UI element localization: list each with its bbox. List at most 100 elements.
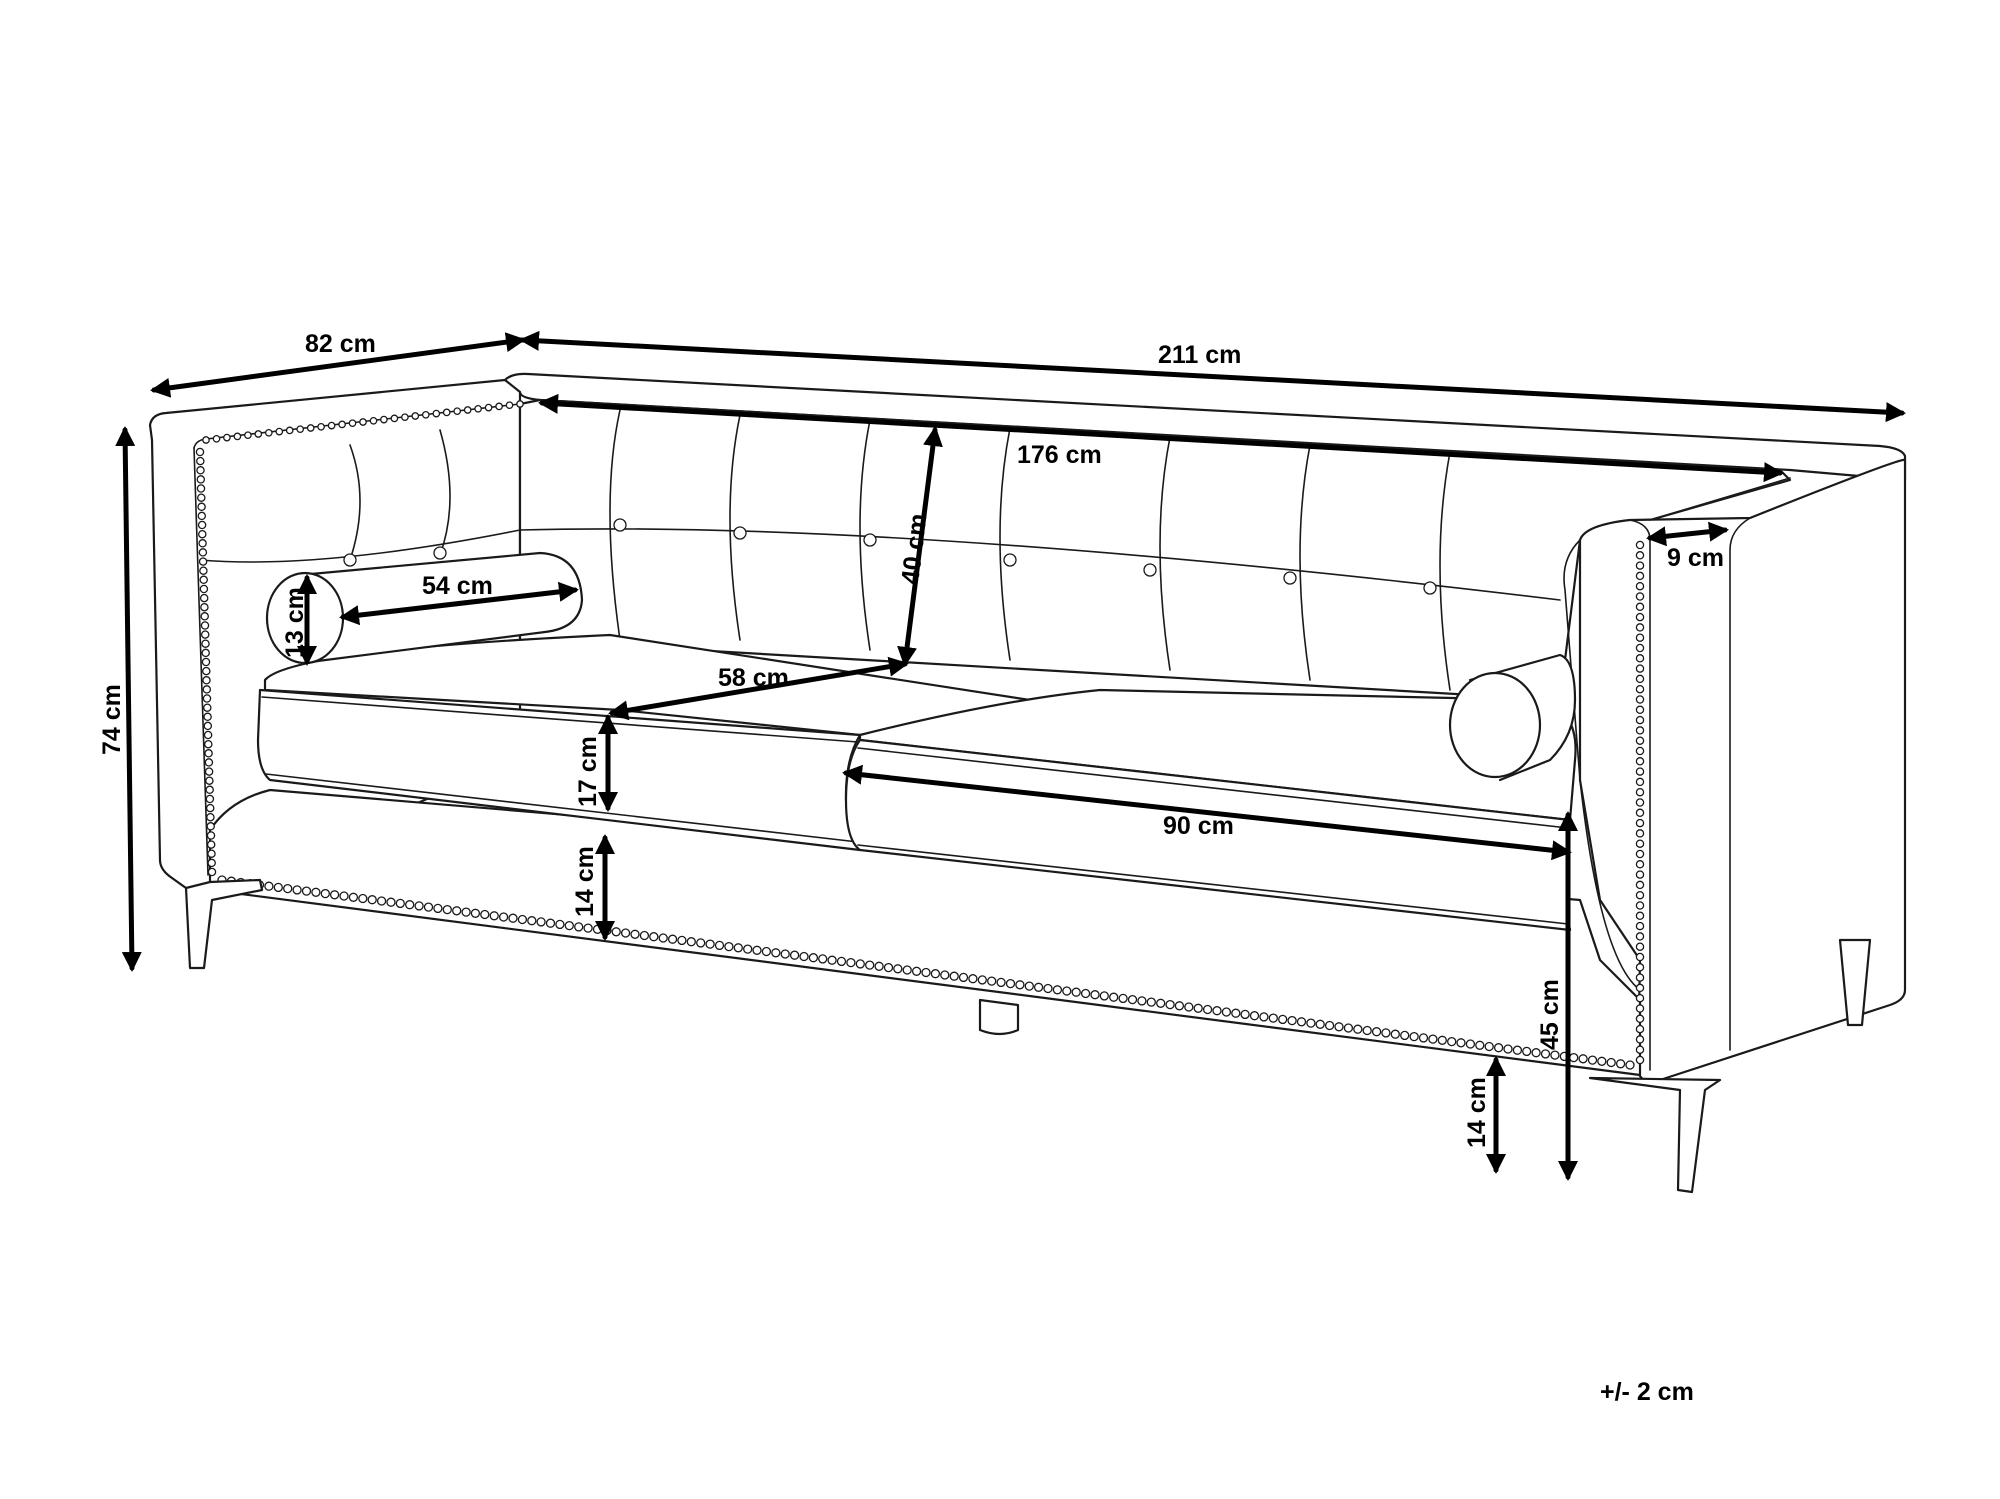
nailhead-stud — [677, 935, 687, 946]
nailhead-stud — [197, 502, 206, 512]
nailhead-stud — [1493, 1043, 1504, 1053]
nailhead-stud — [285, 426, 294, 435]
nailhead-stud — [1343, 1023, 1354, 1033]
nailhead-stud — [1635, 798, 1645, 807]
nailhead-stud — [442, 904, 452, 915]
nailhead-stud — [329, 890, 340, 900]
nailhead-stud — [338, 420, 346, 429]
nailhead-stud — [1137, 996, 1147, 1006]
nailhead-stud — [196, 484, 206, 493]
label-arm-width: 9 cm — [1667, 544, 1724, 572]
label-bolster-diameter: 13 cm — [281, 587, 309, 658]
nailhead-stud — [1043, 983, 1053, 994]
nailhead-stud — [1400, 1030, 1410, 1041]
nailhead-stud — [1635, 993, 1645, 1003]
nailhead-stud — [714, 940, 725, 951]
nailhead-stud — [1635, 623, 1645, 632]
left-arm-inner-edge — [193, 447, 209, 876]
nailhead-stud — [401, 413, 409, 422]
nailhead-stud — [667, 934, 678, 944]
nailhead-stud — [1090, 990, 1100, 1000]
nailhead-stud — [292, 885, 302, 895]
nailhead-stud — [1635, 592, 1645, 601]
nailhead-stud — [196, 456, 205, 466]
nailhead-stud — [306, 424, 315, 432]
nailhead-stud — [911, 966, 922, 976]
nailhead-stud — [508, 913, 518, 923]
nailhead-stud — [724, 941, 734, 952]
nailhead-stud — [199, 575, 208, 585]
nailhead-stud — [977, 975, 987, 985]
nailhead-stud — [200, 612, 209, 621]
nailhead-stud — [233, 432, 242, 441]
nailhead-stud — [204, 739, 213, 749]
nailhead-stud — [705, 939, 715, 949]
nailhead-stud — [1635, 581, 1645, 591]
nailhead-stud — [273, 882, 283, 893]
arrow-total-height — [115, 426, 142, 972]
nailhead-stud — [202, 685, 212, 694]
nailhead-stud — [203, 703, 212, 712]
nailhead-stud — [649, 932, 659, 942]
nailhead-stud — [204, 749, 213, 758]
right-arm-inner — [1563, 539, 1641, 991]
label-inner-width: 176 cm — [1017, 441, 1102, 469]
nailhead-stud — [1531, 1048, 1541, 1058]
nailhead-stud — [433, 903, 443, 914]
nailhead-stud — [517, 914, 528, 925]
nailhead-stud — [348, 892, 359, 902]
nailhead-stud — [1635, 829, 1645, 838]
nailhead-stud — [1381, 1028, 1391, 1038]
nailhead-stud — [696, 938, 706, 948]
nailhead-stud — [1146, 997, 1156, 1007]
nailhead-trim-right-arm — [1635, 540, 1645, 1065]
sofa-outline — [148, 372, 1907, 1194]
leg-back-right — [1838, 938, 1872, 1027]
nailhead-stud — [200, 602, 209, 612]
nailhead-stud — [1635, 571, 1645, 581]
nailhead-stud — [1418, 1033, 1429, 1043]
nailhead-stud — [474, 404, 482, 413]
nailhead-stud — [195, 447, 205, 457]
nailhead-stud — [199, 593, 209, 603]
arrow-backrest-height — [897, 426, 943, 667]
nailhead-stud — [1024, 981, 1034, 991]
nailhead-stud — [1635, 746, 1645, 756]
nailhead-stud — [883, 962, 894, 973]
nailhead-stud — [1099, 991, 1109, 1001]
nailhead-stud — [592, 924, 603, 934]
nailhead-stud — [453, 407, 462, 416]
nailhead-stud — [1635, 551, 1645, 560]
nailhead-stud — [1635, 602, 1645, 612]
nailhead-stud — [1080, 988, 1091, 999]
nailhead-stud — [197, 493, 206, 502]
nailhead-stud — [206, 840, 216, 849]
nailhead-stud — [827, 955, 837, 965]
nailhead-stud — [1635, 1014, 1645, 1024]
nailhead-stud — [1635, 1024, 1645, 1034]
nailhead-stud — [200, 630, 210, 639]
nailhead-stud — [201, 639, 210, 648]
nailhead-stud — [1615, 1059, 1626, 1069]
nailhead-stud — [205, 785, 214, 795]
nailhead-stud — [275, 427, 284, 436]
nailhead-stud — [199, 566, 208, 575]
nailhead-stud — [205, 776, 214, 785]
nailhead-stud — [207, 858, 216, 868]
nailhead-stud — [1635, 726, 1645, 735]
nailhead-stud — [203, 721, 213, 731]
nailhead-stud — [1587, 1055, 1598, 1065]
nailhead-stud — [1512, 1045, 1523, 1055]
nailhead-stud — [1635, 870, 1645, 879]
nailhead-stud — [1193, 1003, 1203, 1013]
nailhead-stud — [205, 794, 215, 804]
nailhead-stud — [1635, 921, 1645, 931]
nailhead-stud — [789, 950, 800, 960]
nailhead-stud — [1052, 985, 1063, 995]
nailhead-stud — [1597, 1056, 1607, 1066]
nailhead-stud — [761, 946, 772, 957]
label-cushion-height: 17 cm — [574, 736, 602, 807]
nailhead-stud — [197, 520, 207, 530]
nailhead-stud — [1635, 643, 1645, 653]
nailhead-stud — [1005, 978, 1016, 989]
